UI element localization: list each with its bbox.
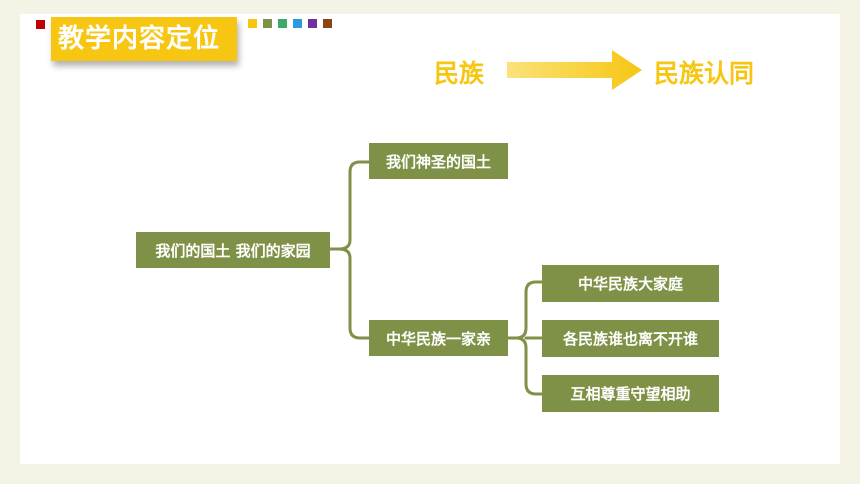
title-accent-square	[36, 20, 45, 29]
mindmap-leaf-node: 各民族谁也离不开谁	[542, 320, 719, 357]
color-dot	[323, 19, 332, 28]
mindmap-leaf-node: 互相尊重守望相助	[542, 375, 719, 412]
flow-from-label: 民族	[434, 59, 485, 88]
color-dot	[293, 19, 302, 28]
title-tag	[51, 17, 237, 61]
color-dot	[248, 19, 257, 28]
mindmap-branch-node: 我们神圣的国土	[369, 143, 508, 179]
root-to-level1-brace	[328, 160, 371, 340]
branch-to-level2-brace	[506, 280, 545, 396]
color-dot	[308, 19, 317, 28]
color-dot	[263, 19, 272, 28]
mindmap-branch-node: 中华民族一家亲	[369, 320, 508, 356]
page-title: 教学内容定位	[58, 24, 221, 54]
flow-to-label: 民族认同	[654, 59, 755, 88]
mindmap-root-node: 我们的国土 我们的家园	[136, 232, 330, 268]
color-dots	[248, 19, 332, 28]
color-dot	[278, 19, 287, 28]
flow-arrow-icon	[507, 50, 642, 90]
mindmap-leaf-node: 中华民族大家庭	[542, 265, 719, 302]
